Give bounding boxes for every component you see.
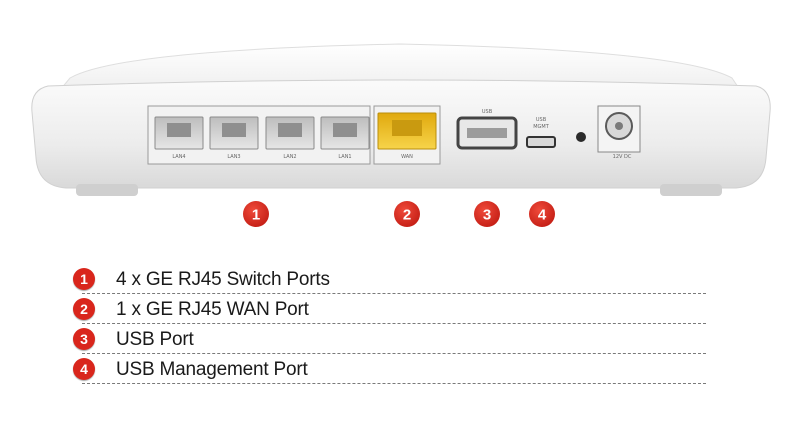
usb-port-tongue bbox=[467, 128, 507, 138]
power-jack-pin bbox=[615, 122, 623, 130]
legend-text: USB Management Port bbox=[116, 359, 308, 380]
legend-item: 3 USB Port bbox=[73, 324, 706, 354]
lan1-label: LAN1 bbox=[338, 154, 351, 160]
power-label: 12V DC bbox=[613, 154, 632, 160]
legend-badge: 2 bbox=[73, 298, 95, 320]
usb-mgmt-label-line1: USB bbox=[536, 117, 547, 123]
lan2-label: LAN2 bbox=[283, 154, 296, 160]
legend-badge: 4 bbox=[73, 358, 95, 380]
lan1-port-slot bbox=[333, 123, 357, 137]
router-top bbox=[58, 43, 741, 91]
callout-4-badge bbox=[529, 201, 555, 227]
router-foot-left bbox=[76, 184, 138, 196]
reset-button[interactable] bbox=[576, 132, 586, 142]
legend-item: 2 1 x GE RJ45 WAN Port bbox=[73, 294, 706, 324]
lan3-label: LAN3 bbox=[227, 154, 240, 160]
router-foot-right bbox=[660, 184, 722, 196]
legend-text: USB Port bbox=[116, 329, 194, 350]
wan-port-slot bbox=[392, 120, 422, 136]
usb-mgmt-label-line2: MGMT bbox=[533, 124, 550, 130]
callout-3-badge bbox=[474, 201, 500, 227]
port-legend: 1 4 x GE RJ45 Switch Ports 2 1 x GE RJ45… bbox=[73, 264, 706, 384]
legend-item: 4 USB Management Port bbox=[73, 354, 706, 384]
lan2-port-slot bbox=[278, 123, 302, 137]
callout-2-number: 2 bbox=[403, 207, 411, 224]
legend-badge: 1 bbox=[73, 268, 95, 290]
usb-mgmt-port[interactable] bbox=[526, 136, 556, 148]
legend-text: 4 x GE RJ45 Switch Ports bbox=[116, 269, 330, 290]
legend-badge: 3 bbox=[73, 328, 95, 350]
lan4-port-slot bbox=[167, 123, 191, 137]
legend-text: 1 x GE RJ45 WAN Port bbox=[116, 299, 309, 320]
callout-3-number: 3 bbox=[483, 207, 491, 224]
callout-1-badge bbox=[243, 201, 269, 227]
callout-1-number: 1 bbox=[252, 207, 260, 224]
callout-2-badge bbox=[394, 201, 420, 227]
lan3-port-slot bbox=[222, 123, 246, 137]
usb-label: USB bbox=[482, 109, 493, 115]
lan4-label: LAN4 bbox=[172, 154, 185, 160]
wan-label: WAN bbox=[401, 154, 413, 160]
legend-item: 1 4 x GE RJ45 Switch Ports bbox=[73, 264, 706, 294]
callout-4-number: 4 bbox=[538, 207, 547, 224]
